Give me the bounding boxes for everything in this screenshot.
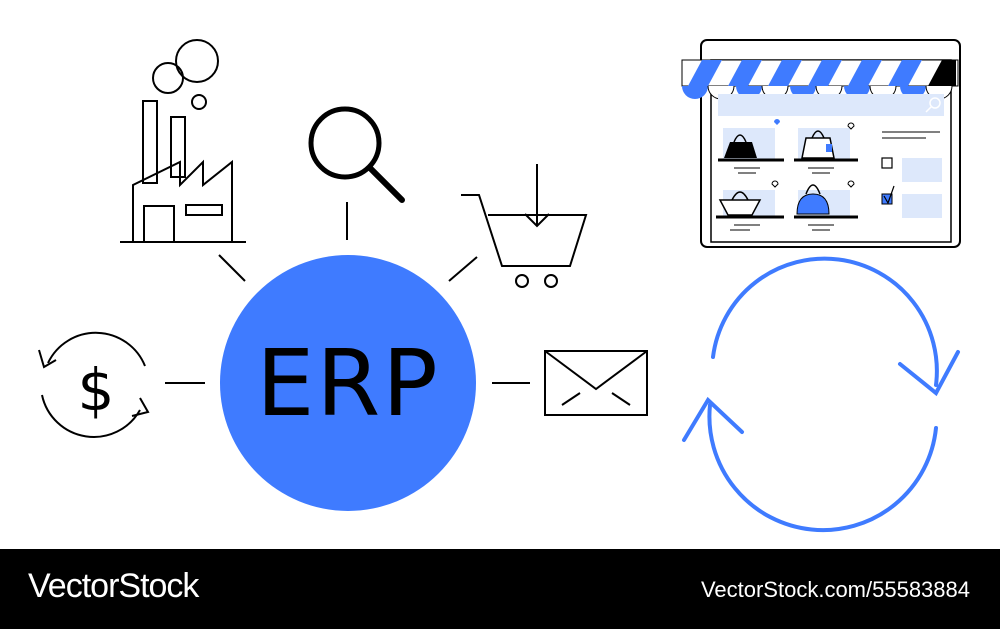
connector-factory: [218, 254, 246, 282]
currency-exchange-icon: $: [38, 331, 150, 438]
connectors: [165, 202, 530, 384]
footer-image-id: VectorStock.com/55583884: [700, 577, 970, 602]
erp-hub-label: ERP: [256, 329, 440, 437]
product-card: [794, 180, 858, 231]
dollar-sign: $: [78, 356, 115, 424]
product-card: [718, 119, 784, 174]
online-store-icon: [681, 39, 961, 248]
erp-diagram: $: [38, 39, 961, 533]
sync-icon: [682, 256, 960, 533]
erp-hub: [220, 255, 476, 511]
product-card: [716, 180, 784, 231]
product-card: [794, 122, 858, 174]
footer-bar: VectorStock VectorStock.com/55583884: [0, 549, 1000, 629]
footer-brand: VectorStock: [28, 567, 199, 605]
mail-icon: [544, 350, 648, 416]
store-search-bar: [718, 94, 944, 116]
search-icon: [308, 106, 405, 203]
factory-icon: [120, 39, 246, 243]
cart-icon: [461, 164, 588, 288]
store-filter-panel: [881, 131, 942, 218]
connector-cart: [448, 256, 478, 282]
